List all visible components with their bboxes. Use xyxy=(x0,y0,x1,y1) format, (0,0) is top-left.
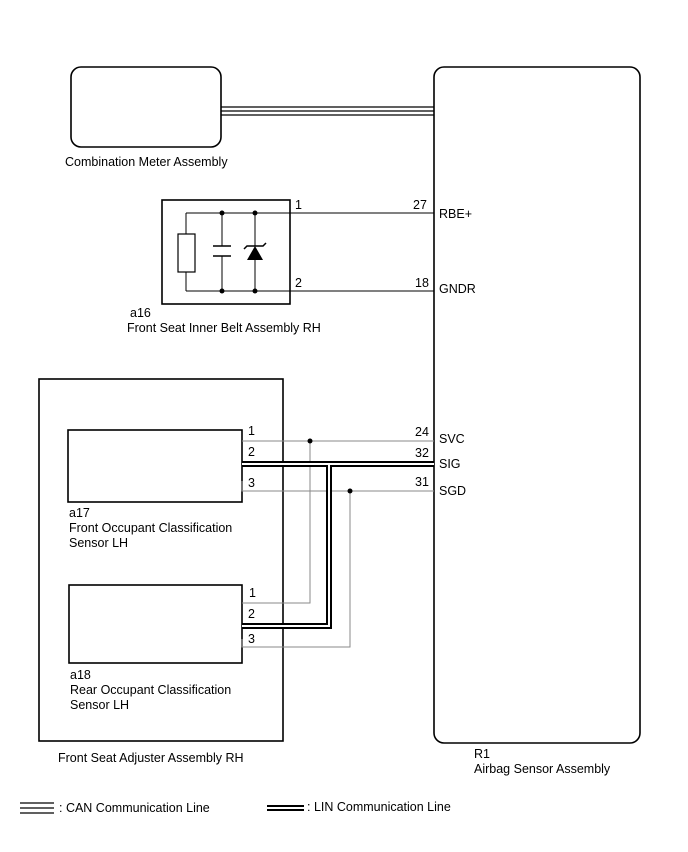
front-occupant-sensor-box xyxy=(67,429,243,503)
pin-r1-24: 24 xyxy=(415,425,429,439)
pin-belt-1: 1 xyxy=(295,198,302,212)
airbag-sensor-label: Airbag Sensor Assembly xyxy=(474,762,611,776)
airbag-sensor-code: R1 xyxy=(474,747,490,761)
pin-a18-3: 3 xyxy=(248,632,255,646)
legend-can-label: : CAN Communication Line xyxy=(59,801,210,815)
signal-svc: SVC xyxy=(439,432,465,446)
resistor-symbol xyxy=(177,233,196,273)
pin-r1-31: 31 xyxy=(415,475,429,489)
combination-meter-box xyxy=(70,66,222,148)
pin-r1-32: 32 xyxy=(415,446,429,460)
zener-diode-symbol xyxy=(247,246,263,260)
pin-r1-18: 18 xyxy=(415,276,429,290)
pin-a17-2: 2 xyxy=(248,445,255,459)
can-line xyxy=(221,106,434,116)
pin-belt-2: 2 xyxy=(295,276,302,290)
inner-belt-internal-circuit xyxy=(177,210,290,294)
inner-belt-label: Front Seat Inner Belt Assembly RH xyxy=(127,321,321,335)
wire-sig-lin xyxy=(242,461,434,629)
rear-occupant-sensor-box xyxy=(68,584,243,664)
legend-lin-label: : LIN Communication Line xyxy=(307,800,451,814)
pin-r1-27: 27 xyxy=(413,198,427,212)
front-occupant-sensor-label-1: Front Occupant Classification xyxy=(69,521,232,535)
rear-occupant-sensor-label-2: Sensor LH xyxy=(70,698,129,712)
combination-meter-label: Combination Meter Assembly xyxy=(65,155,228,169)
signal-sig: SIG xyxy=(439,457,461,471)
wire-svc xyxy=(242,438,434,604)
front-occupant-sensor-code: a17 xyxy=(69,506,90,520)
pin-a17-3: 3 xyxy=(248,476,255,490)
pin-a18-2: 2 xyxy=(248,607,255,621)
legend-can-symbol xyxy=(20,802,54,814)
airbag-sensor-box xyxy=(433,66,641,744)
pin-a18-1: 1 xyxy=(249,586,256,600)
rear-occupant-sensor-label-1: Rear Occupant Classification xyxy=(70,683,231,697)
front-occupant-sensor-label-2: Sensor LH xyxy=(69,536,128,550)
seat-adjuster-label: Front Seat Adjuster Assembly RH xyxy=(58,751,244,765)
signal-rbe: RBE+ xyxy=(439,207,472,221)
pin-a17-1: 1 xyxy=(248,424,255,438)
signal-gndr: GNDR xyxy=(439,282,476,296)
signal-sgd: SGD xyxy=(439,484,466,498)
wire-sgd xyxy=(241,481,434,648)
rear-occupant-sensor-code: a18 xyxy=(70,668,91,682)
inner-belt-code: a16 xyxy=(130,306,151,320)
